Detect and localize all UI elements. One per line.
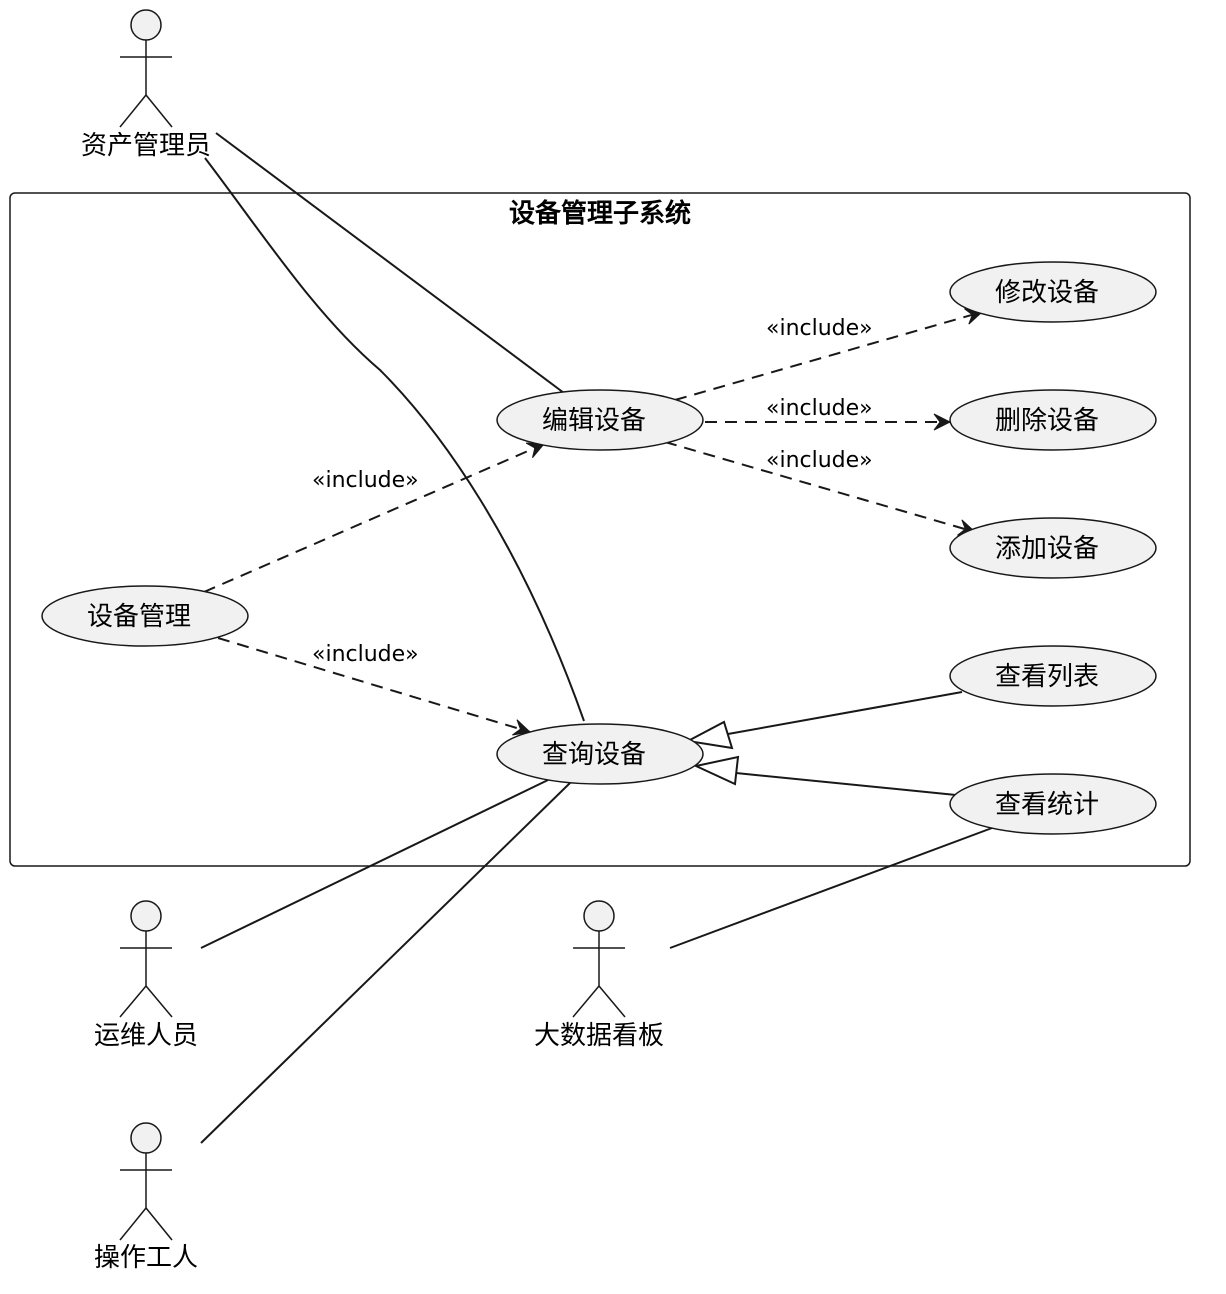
usecase-view-stats-label: 查看统计: [995, 790, 1099, 820]
actor-head-icon: [130, 900, 162, 932]
actor-ops-staff[interactable]: 运维人员: [94, 900, 198, 1051]
include-label-delete: «include»: [766, 396, 873, 421]
usecase-modify-device[interactable]: 修改设备: [949, 261, 1157, 323]
include-labels: «include» «include» «include» «include» …: [312, 316, 873, 667]
actor-head-icon: [130, 1122, 162, 1154]
usecase-query-device[interactable]: 查询设备: [496, 723, 704, 785]
association-lines: [200, 132, 993, 1144]
include-mgmt-edit: [203, 442, 546, 593]
usecase-device-mgmt-label: 设备管理: [87, 602, 191, 632]
association-operator-query: [200, 782, 571, 1144]
generalization-list-arrowhead: [684, 720, 734, 750]
generalization-stats-arrowhead: [692, 755, 740, 786]
usecase-add-device[interactable]: 添加设备: [949, 517, 1157, 579]
system-boundary: 设备管理子系统: [9, 192, 1191, 867]
actor-operator-label: 操作工人: [94, 1243, 198, 1273]
include-relations: [203, 308, 984, 736]
association-ops-query: [200, 779, 549, 949]
include-mgmt-query: [217, 637, 532, 736]
include-label-add: «include»: [766, 448, 873, 473]
actor-head-icon: [130, 9, 162, 41]
actor-asset-admin-label: 资产管理员: [81, 131, 211, 161]
actor-bigdata-board[interactable]: 大数据看板: [534, 900, 664, 1051]
actor-operator[interactable]: 操作工人: [94, 1122, 198, 1273]
include-label-query: «include»: [312, 642, 419, 667]
usecase-delete-device-label: 删除设备: [995, 406, 1099, 436]
association-admin-query: [204, 157, 585, 722]
usecase-edit-device-label: 编辑设备: [542, 406, 646, 436]
include-label-edit: «include»: [312, 468, 419, 493]
include-edit-add: [664, 441, 977, 536]
generalization-list-query: [727, 691, 963, 735]
include-label-modify: «include»: [766, 316, 873, 341]
actor-head-icon: [583, 900, 615, 932]
association-board-stats: [669, 827, 993, 949]
usecase-view-stats[interactable]: 查看统计: [949, 773, 1157, 835]
usecase-view-list[interactable]: 查看列表: [949, 645, 1157, 707]
actor-bigdata-board-label: 大数据看板: [534, 1021, 664, 1051]
usecase-edit-device[interactable]: 编辑设备: [496, 389, 704, 451]
usecase-view-list-label: 查看列表: [995, 662, 1099, 692]
generalization-relations: [684, 691, 963, 796]
usecase-add-device-label: 添加设备: [995, 534, 1099, 564]
usecases: 修改设备 编辑设备 删除设备 添加设备 设备管理 查看列表 查询设备 查看统计: [41, 261, 1157, 835]
include-edit-modify: [674, 308, 984, 401]
usecase-delete-device[interactable]: 删除设备: [949, 389, 1157, 451]
actor-ops-staff-label: 运维人员: [94, 1021, 198, 1051]
generalization-stats-query: [735, 772, 957, 796]
actor-asset-admin[interactable]: 资产管理员: [81, 9, 211, 161]
usecase-modify-device-label: 修改设备: [995, 278, 1099, 308]
association-admin-edit: [215, 132, 565, 394]
usecase-device-mgmt[interactable]: 设备管理: [41, 585, 249, 647]
actors: 资产管理员 运维人员 大数据看板 操作工人: [81, 9, 664, 1273]
usecase-query-device-label: 查询设备: [542, 740, 646, 770]
system-title: 设备管理子系统: [509, 198, 691, 229]
